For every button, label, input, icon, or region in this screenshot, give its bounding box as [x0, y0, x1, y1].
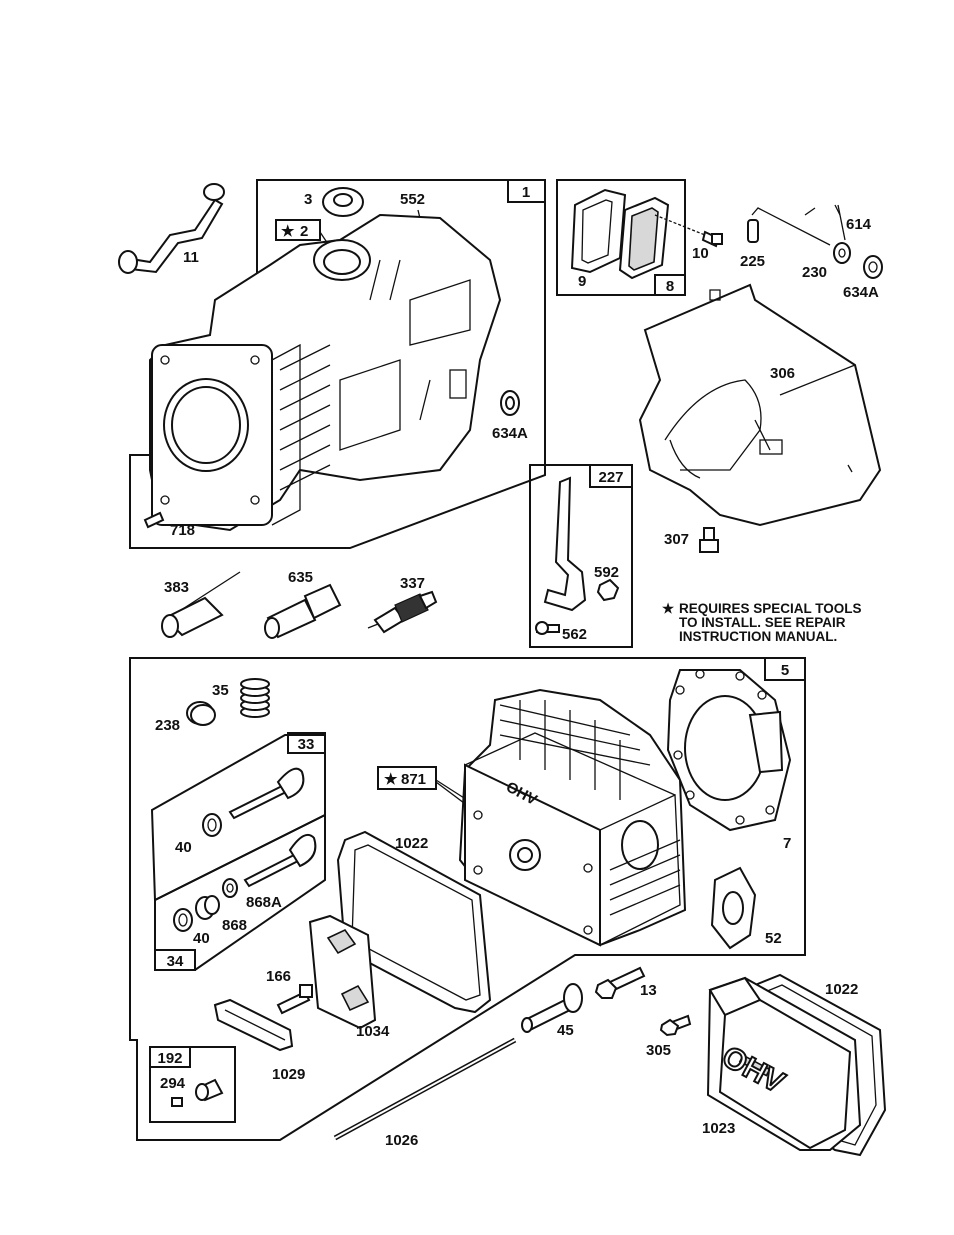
oil-seal-3	[323, 188, 363, 216]
screw-13	[596, 968, 644, 998]
screw-562	[536, 622, 559, 634]
retainer-40a	[203, 814, 221, 836]
label-230: 230	[802, 264, 827, 281]
group-cylinder-block: 1 11 3 552 ★ 2	[119, 180, 545, 548]
label-45: 45	[557, 1022, 574, 1039]
stud-166	[278, 985, 312, 1013]
tool-635	[265, 585, 340, 638]
label-868: 868	[222, 917, 247, 934]
label-166: 166	[266, 968, 291, 985]
label-52: 52	[765, 930, 782, 947]
screw-10	[703, 232, 722, 246]
retainer-40b	[174, 909, 192, 931]
label-718: 718	[170, 522, 195, 539]
label-2: 2	[300, 223, 308, 240]
valve-spring-35	[241, 679, 269, 717]
box-number-1: 1	[522, 184, 530, 201]
label-40b: 40	[193, 930, 210, 947]
spark-plug-337	[368, 592, 436, 632]
label-7: 7	[783, 835, 791, 852]
blower-housing-306	[640, 285, 880, 525]
gasket-9	[572, 190, 625, 272]
intake-valve-34	[245, 835, 315, 886]
label-634a-1: 634A	[492, 425, 528, 442]
label-383: 383	[164, 579, 189, 596]
screw-305	[661, 1016, 690, 1035]
label-10: 10	[692, 245, 709, 262]
nut-592	[598, 580, 618, 600]
group-gasket-8: 8 9	[557, 180, 705, 295]
label-305: 305	[646, 1042, 671, 1059]
special-tools-note: ★ REQUIRES SPECIAL TOOLS TO INSTALL. SEE…	[662, 601, 862, 644]
label-238: 238	[155, 717, 180, 734]
note-star: ★	[662, 601, 675, 616]
label-1026: 1026	[385, 1132, 418, 1149]
label-635: 635	[288, 569, 313, 586]
label-35: 35	[212, 682, 229, 699]
breather-plate-1034	[310, 916, 375, 1028]
box-number-227: 227	[598, 469, 623, 486]
box-number-34: 34	[167, 953, 184, 970]
label-337: 337	[400, 575, 425, 592]
label-562: 562	[562, 626, 587, 643]
box-number-33: 33	[298, 736, 315, 753]
label-2-star: ★	[281, 223, 295, 240]
note-line-2: TO INSTALL. SEE REPAIR	[679, 615, 846, 630]
box-number-192: 192	[157, 1050, 182, 1067]
label-9: 9	[578, 273, 586, 290]
box-number-8: 8	[666, 278, 674, 295]
governor-link-225	[748, 205, 840, 245]
group-227: 227 592 562	[530, 465, 632, 647]
cylinder-head: OHV	[460, 690, 685, 945]
cap-238	[187, 702, 215, 725]
breather-tube-11	[119, 184, 224, 273]
label-3: 3	[304, 191, 312, 208]
outline-group-33	[152, 735, 325, 900]
note-line-1: REQUIRES SPECIAL TOOLS	[679, 601, 862, 616]
seal-868	[196, 896, 219, 919]
label-1029: 1029	[272, 1066, 305, 1083]
lever-227	[545, 478, 585, 610]
label-1022a: 1022	[395, 835, 428, 852]
note-line-3: INSTRUCTION MANUAL.	[679, 629, 837, 644]
label-871: 871	[401, 771, 426, 788]
label-1034: 1034	[356, 1023, 390, 1040]
seal-634a-2	[864, 256, 882, 278]
screw-307	[700, 528, 718, 552]
box-number-5: 5	[781, 662, 789, 679]
label-225: 225	[740, 253, 765, 270]
label-13: 13	[640, 982, 657, 999]
label-307: 307	[664, 531, 689, 548]
label-306: 306	[770, 365, 795, 382]
label-1023: 1023	[702, 1120, 735, 1137]
label-614: 614	[846, 216, 872, 233]
exhaust-gasket-52	[712, 868, 755, 948]
label-294: 294	[160, 1075, 186, 1092]
label-592: 592	[594, 564, 619, 581]
engine-block	[150, 215, 500, 530]
head-gasket-7	[668, 670, 790, 830]
label-40a: 40	[175, 839, 192, 856]
label-871-star: ★	[384, 771, 398, 788]
plate-8	[620, 198, 668, 278]
exhaust-valve-33	[230, 769, 303, 818]
washer-868a	[223, 879, 237, 897]
washer-230	[834, 243, 850, 263]
label-1022b: 1022	[825, 981, 858, 998]
label-868a: 868A	[246, 894, 282, 911]
label-552: 552	[400, 191, 425, 208]
outline-group-227	[530, 465, 632, 647]
seal-634a-1	[501, 391, 519, 415]
label-634a-2: 634A	[843, 284, 879, 301]
label-11: 11	[183, 249, 199, 266]
